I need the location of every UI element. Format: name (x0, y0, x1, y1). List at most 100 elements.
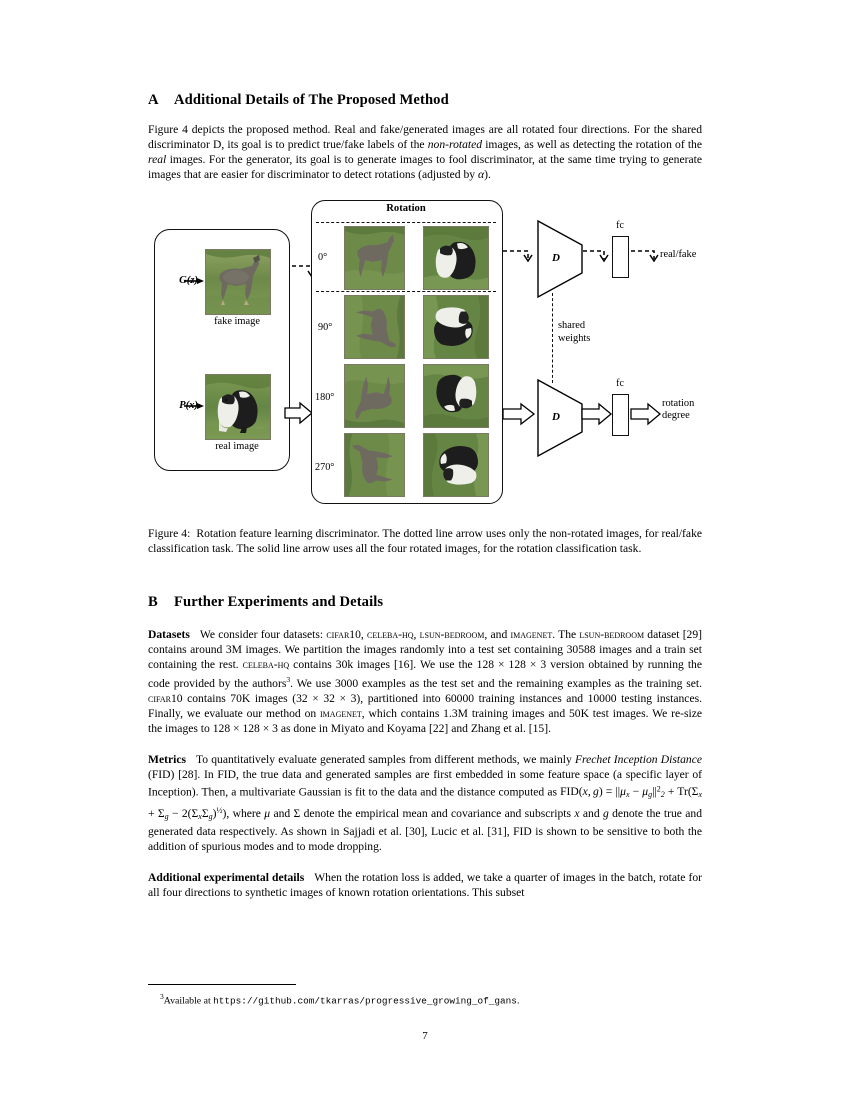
hollow-arrow-fc-to-output-bottom-icon (630, 402, 662, 426)
hollow-arrow-input-to-rotation-icon (284, 401, 314, 425)
rotated-fake-90 (344, 295, 405, 359)
rotation-angle-270: 270° (315, 462, 335, 473)
rotated-fake-photo-270 (345, 434, 404, 496)
datasets-t10: contains 70K images ( (182, 691, 297, 705)
rotated-real-photo-270 (424, 434, 488, 496)
rotated-fake-180 (344, 364, 405, 428)
figure-caption-text: Rotation feature learning discriminator.… (148, 527, 703, 555)
para-a-italic-nonrotated: non-rotated (427, 138, 483, 151)
discriminator-bottom-label: D (552, 411, 560, 423)
fake-dog-photo (206, 250, 270, 314)
rotation-angle-180: 180° (315, 392, 335, 403)
rotated-fake-photo-90 (345, 296, 404, 358)
rotated-real-90 (423, 295, 489, 359)
metrics-t6: and (579, 806, 603, 820)
datasets-t7: contains 30k images [16]. We use the (289, 658, 477, 671)
rotated-real-270 (423, 433, 489, 497)
para-a-italic-real: real (148, 153, 167, 166)
fc-box-bottom (612, 394, 629, 436)
dataset-imagenet-2: imagenet (320, 706, 362, 720)
dims-32: 32 × 32 × 3 (296, 691, 357, 705)
rotation-angle-90: 90° (318, 322, 333, 333)
dataset-cifar-num-1: 10 (349, 628, 361, 641)
real-image-caption: real image (215, 441, 259, 452)
mu-symbol: μ (264, 806, 271, 820)
alpha-symbol: α (478, 168, 485, 181)
output-rotation-degree-label: rotation degree (662, 398, 694, 423)
rotated-real-photo-180 (424, 365, 488, 427)
discriminator-top-label: D (552, 252, 560, 264)
arrow-gz-icon (184, 278, 204, 284)
shared-weights-line1: shared (558, 320, 586, 331)
rotation-divider-top (316, 222, 496, 223)
datasets-t9: . We use 3000 examples as the test set a… (290, 676, 702, 690)
dataset-cifar-2: cifar (148, 691, 171, 705)
datasets-t3: , (413, 628, 420, 641)
sigma-symbol: Σ (293, 806, 301, 820)
shared-weights-label: shared weights (558, 320, 590, 345)
footnote-suffix: . (516, 995, 520, 1007)
figure-4: G(z) fake image (148, 198, 702, 516)
rotated-real-180 (423, 364, 489, 428)
rotation-panel-title: Rotation (386, 203, 426, 214)
rotated-fake-photo-0 (345, 227, 404, 289)
fc-label-top: fc (616, 220, 624, 231)
rotated-fake-270 (344, 433, 405, 497)
dataset-imagenet-1: imagenet (510, 628, 553, 641)
datasets-t6: dataset [29] contains around 3M images. … (148, 628, 703, 671)
footnote-3: 3Available at https://github.com/tkarras… (160, 990, 700, 1007)
output-real-fake-label: real/fake (660, 249, 697, 260)
para-a-part2: images, as well as detecting the rotatio… (482, 138, 703, 151)
output-rotation-line2: degree (662, 410, 690, 422)
g-symbol: g (602, 806, 609, 820)
dataset-celeba-2: celeba-hq (242, 658, 290, 671)
metrics-italic-fid-name: Frechet Inception Distance (574, 752, 702, 766)
hollow-arrow-to-discriminator-bottom-icon (502, 402, 536, 426)
shared-weights-line (552, 293, 553, 383)
fc-box-top (612, 236, 629, 278)
real-dog-photo (206, 375, 270, 439)
figure-caption-prefix: Figure 4: (148, 527, 191, 540)
dataset-celeba-1: celeba-hq (367, 628, 414, 641)
x-symbol: x (574, 806, 580, 820)
rotated-real-photo-0 (424, 227, 488, 289)
section-b-letter: B (148, 594, 158, 610)
fid-formula: FID(x, g) = ||μx − μg||22 + Tr(Σx + Σg −… (148, 784, 702, 821)
section-b-heading: B Further Experiments and Details (148, 594, 702, 611)
rotated-fake-0 (344, 226, 405, 290)
footnote-marker-3: 3 (286, 675, 291, 684)
fake-image-caption: fake image (214, 316, 260, 327)
metrics-t1: To quantitatively evaluate generated sam… (195, 752, 575, 766)
datasets-t4: , and (484, 628, 511, 641)
dims-128-b: 128 × 128 × 3 (212, 721, 278, 735)
footnote-prefix: Available at (163, 995, 214, 1007)
section-a-paragraph: Figure 4 depicts the proposed method. Re… (148, 122, 702, 182)
rotated-real-0 (423, 226, 489, 290)
section-b-title: Further Experiments and Details (174, 594, 384, 610)
arrow-px-icon (184, 403, 204, 409)
rotated-real-photo-90 (424, 296, 488, 358)
discriminator-top-shape (537, 219, 583, 299)
para-a-part1: Figure 4 depicts the proposed method. Re… (148, 123, 702, 151)
section-a-title: Additional Details of The Proposed Metho… (174, 92, 449, 108)
footnote-url[interactable]: https://github.com/tkarras/progressive_g… (213, 995, 517, 1007)
hollow-arrow-d-to-fc-bottom-icon (581, 402, 613, 426)
fake-image-thumbnail (205, 249, 271, 315)
datasets-t5: . The (552, 628, 580, 641)
rotation-angle-0: 0° (318, 252, 328, 263)
datasets-runin: Datasets (148, 628, 190, 641)
additional-text: When the rotation loss is added, we take… (148, 870, 702, 899)
section-b-block: B Further Experiments and Details Dataset… (148, 594, 702, 900)
metrics-t3: , where (226, 806, 265, 820)
datasets-t8: version obtained by running the code pro… (148, 658, 702, 690)
para-a-part3: images. For the generator, its goal is t… (148, 153, 702, 181)
additional-runin: Additional experimental details (148, 870, 305, 884)
dataset-cifar-num-2: 10 (170, 691, 183, 705)
dataset-lsun-1: lsun-bedroom (419, 628, 485, 641)
dotted-arrow-d-to-fc-top-icon (583, 250, 609, 263)
